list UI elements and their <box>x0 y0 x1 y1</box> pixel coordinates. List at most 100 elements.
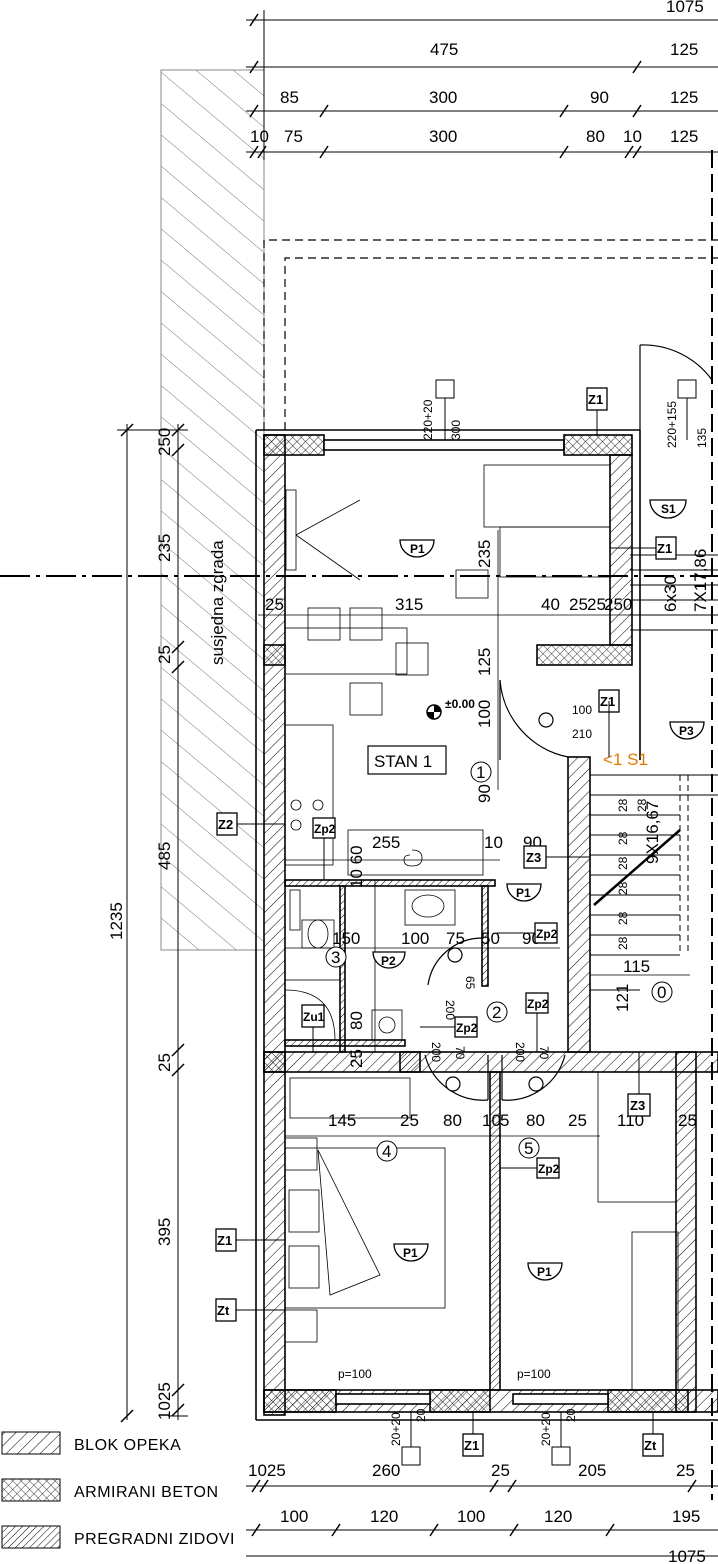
tag-z1-right: Z1 <box>657 541 672 556</box>
room-numbers <box>325 761 673 1162</box>
dim-bottom-25a: 25 <box>491 1461 510 1480</box>
door-dim-200a: 200 <box>443 1000 457 1020</box>
dim-bottom-195: 195 <box>672 1507 700 1526</box>
floor-tag-p3: P3 <box>679 724 694 738</box>
window-top-left-sub: 300 <box>449 420 463 440</box>
tag-zt-bottom: Zt <box>644 1438 657 1453</box>
dim-bottom-120b: 120 <box>544 1507 572 1526</box>
window-markers <box>401 379 697 1466</box>
tag-zu1: Zu1 <box>303 1010 325 1024</box>
dim-bottom-205: 205 <box>578 1461 606 1480</box>
dim-90-int: 90 <box>475 784 494 803</box>
legend-label-blok-opeka: BLOK OPEKA <box>74 1437 181 1454</box>
legend-swatch-armirani-beton <box>1 1478 61 1502</box>
dim-80b: 80 <box>526 1111 545 1130</box>
stair-6x30: 6x30 <box>661 575 680 612</box>
dim-top-row3-e: 10 <box>623 127 642 146</box>
tag-zp2a: Zp2 <box>314 822 336 836</box>
dim-125-int: 125 <box>475 648 494 676</box>
legend-swatch-blok-opeka <box>1 1431 61 1455</box>
dim-left-25a: 25 <box>155 645 174 664</box>
tag-zp2e: Zp2 <box>538 1162 560 1176</box>
room-3-marker <box>325 946 347 968</box>
door-dim-65: 65 <box>463 976 477 990</box>
window-top-left-label: 220+20 <box>421 399 435 440</box>
dim-25e: 25 <box>400 1111 419 1130</box>
stair-reference: <1 S1 <box>603 750 648 769</box>
dim-121: 121 <box>613 984 632 1012</box>
dim-10a: 10 <box>484 833 503 852</box>
door-dim-70a: 70 <box>453 1046 467 1060</box>
room-4-marker <box>376 1140 398 1162</box>
room-2-marker <box>486 1001 508 1023</box>
dim-115: 115 <box>623 957 650 976</box>
room-4-number: 4 <box>382 1142 391 1161</box>
staircase <box>589 554 718 1050</box>
top-dimensions <box>246 10 718 160</box>
neighbour-building-label: susjedna zgrada <box>208 540 227 665</box>
dim-80a: 80 <box>443 1111 462 1130</box>
dim-top-total: 1075 <box>666 0 704 16</box>
level-label: ±0.00 <box>445 697 475 711</box>
dim-top-row1-a: 475 <box>430 40 458 59</box>
tag-z2: Z2 <box>218 817 233 832</box>
door-height: 210 <box>572 727 592 741</box>
dim-left-485: 485 <box>155 842 174 870</box>
stair-tread-labels: 28 28 28 28 28 28 28 <box>616 798 649 950</box>
dim-top-row2-b: 300 <box>429 88 457 107</box>
legend <box>1 1431 61 1549</box>
floor-tag-p1-bed2: P1 <box>537 1265 552 1279</box>
floor-tag-p1-hall: P1 <box>516 886 531 900</box>
dim-100-int: 100 <box>475 700 494 728</box>
window-top-right-sub: 135 <box>695 428 709 448</box>
room-0-marker <box>651 981 673 1003</box>
dim-10b: 10 <box>482 1111 501 1130</box>
dim-80: 80 <box>347 1011 366 1030</box>
dim-top-row3-f: 125 <box>670 127 698 146</box>
dim-315: 315 <box>395 595 423 614</box>
roof-outline-inner <box>284 257 718 430</box>
dim-250: 250 <box>604 595 632 614</box>
dim-left-395: 395 <box>155 1218 174 1246</box>
tag-z3a: Z3 <box>526 850 541 865</box>
dim-bottom-1025: 1025 <box>248 1461 286 1480</box>
bottom-dimensions <box>246 1479 718 1557</box>
neighbour-building-hatch <box>160 69 265 951</box>
dim-top-row3-b: 75 <box>284 127 303 146</box>
svg-text:28: 28 <box>616 911 630 925</box>
room-3-number: 3 <box>331 948 340 967</box>
door-width: 100 <box>572 703 592 717</box>
dim-255: 255 <box>372 833 400 852</box>
legend-label-pregradni-zidovi: PREGRADNI ZIDOVI <box>74 1531 235 1548</box>
dim-40: 40 <box>541 595 560 614</box>
dim-25f: 25 <box>568 1111 587 1130</box>
room-2-number: 2 <box>492 1003 501 1022</box>
dim-145: 145 <box>328 1111 356 1130</box>
dim-bottom-260: 260 <box>372 1461 400 1480</box>
dim-150: 150 <box>332 929 360 948</box>
stair-9x16: 9X16,67 <box>643 801 662 864</box>
dim-235-int: 235 <box>475 540 494 568</box>
floor-tag-shapes <box>372 499 705 1281</box>
dim-top-row3-c: 300 <box>429 127 457 146</box>
tag-z1-bedroom: Z1 <box>217 1233 232 1248</box>
tag-zp2b: Zp2 <box>536 927 558 941</box>
dim-100b: 100 <box>401 929 429 948</box>
svg-text:28: 28 <box>616 856 630 870</box>
apartment-label: STAN 1 <box>374 752 432 771</box>
room-1-marker <box>470 761 492 783</box>
room-5-marker <box>518 1137 540 1159</box>
dim-bottom-100b: 100 <box>457 1507 485 1526</box>
tag-zt-left: Zt <box>217 1303 230 1318</box>
dim-25b: 25 <box>569 595 588 614</box>
tag-zp2c: Zp2 <box>456 1021 478 1035</box>
dim-bottom-25b: 25 <box>676 1461 695 1480</box>
furniture <box>284 464 679 1391</box>
parapet-1: p=100 <box>338 1367 372 1381</box>
dim-left-1025: 1025 <box>155 1382 174 1420</box>
dim-50: 50 <box>481 929 500 948</box>
apartment-label-box <box>367 745 447 775</box>
room-1-number: 1 <box>476 763 485 782</box>
tag-z1-mid: Z1 <box>600 694 615 709</box>
